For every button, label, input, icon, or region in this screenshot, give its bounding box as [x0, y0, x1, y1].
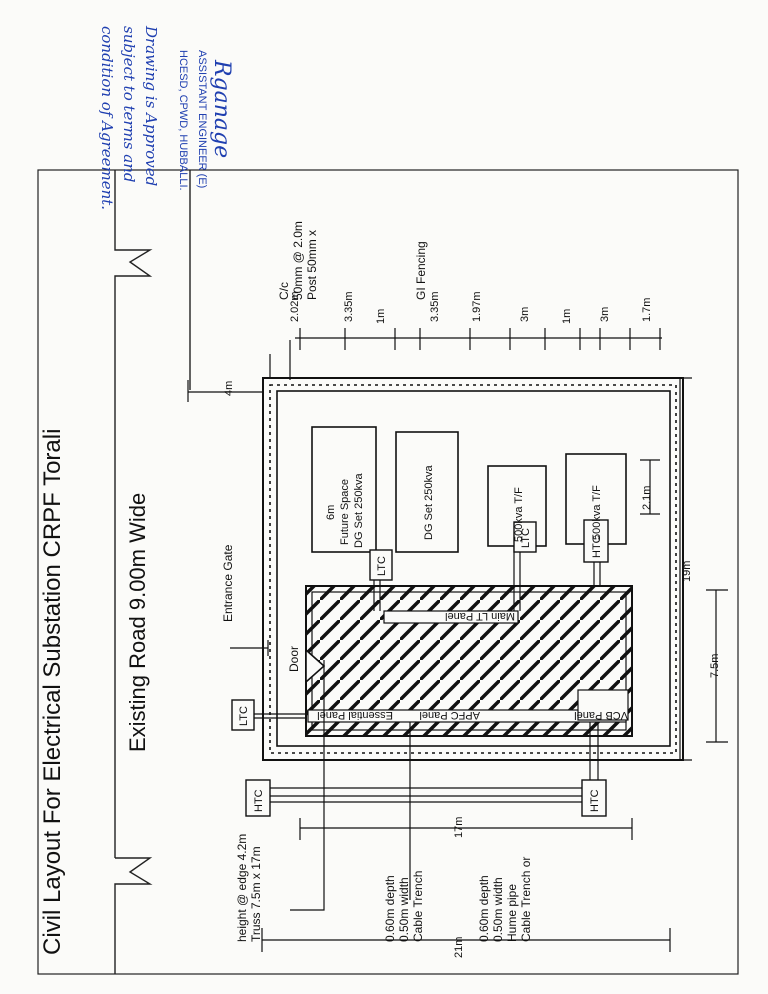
htc-label-1: HTC: [591, 535, 603, 558]
dim-7-5m: 7.5m: [709, 654, 721, 678]
fence-posts: [269, 384, 677, 754]
road-edge-lines: [114, 170, 191, 974]
transformer-1-label: 500kva T/F: [591, 485, 603, 540]
post-label-line1: Post 50mm x: [305, 230, 319, 300]
main-lt-panel-name: Main LT Panel: [445, 610, 515, 622]
stamp-office-line1: ASSISTANT ENGINEER (E): [196, 50, 208, 188]
truss-line1: Truss 7.5m x 17m: [249, 846, 263, 942]
dim-2-1m: 2.1m: [641, 486, 653, 510]
dim-21m: 21m: [453, 937, 465, 958]
note-line3: condition of Agreement.: [98, 26, 116, 210]
cable-trench-line3: 0.60m depth: [383, 875, 397, 942]
note-line1: Drawing is Approved: [142, 25, 160, 186]
cable-trench-line2: 0.50m width: [397, 877, 411, 942]
dim-chain-8: 3.35m: [343, 291, 355, 322]
ltc-chamber-3: [231, 699, 255, 731]
ltc-chamber-1: [513, 521, 537, 553]
dimension-chain-lines: [187, 328, 728, 952]
dg-set-2-box: [311, 426, 377, 553]
ltc-label-2: LTC: [376, 556, 388, 576]
dim-chain-3: 1m: [561, 309, 573, 324]
dim-chain-9: 2.02m: [289, 291, 301, 322]
outer-fence: [262, 377, 684, 761]
cable-trench-hume-line2: Hume pipe: [505, 884, 519, 942]
dg-set-2-label-line3: 6m: [325, 505, 337, 520]
approval-stamp: Rganage ASSISTANT ENGINEER (E) HCESD, CP…: [177, 50, 234, 191]
transformer-2-label: 500kva T/F: [513, 487, 525, 542]
dim-17m: 17m: [453, 817, 465, 838]
post-label-line3: C/c: [277, 282, 291, 300]
htc-label-2: HTC: [589, 789, 601, 812]
cable-trench-hume-line3: 0.50m width: [491, 877, 505, 942]
cable-runs: [240, 544, 601, 803]
post-label-line2: 50mm @ 2.0m: [291, 221, 305, 300]
main-lt-panel-box: [383, 610, 519, 624]
htc-chamber-3: [245, 779, 271, 817]
cable-trench-hume-line4: 0.60m depth: [477, 875, 491, 942]
vcb-panel-name: VCB Panel: [574, 709, 628, 721]
dim-4m: 4m: [223, 381, 235, 396]
handwritten-approval-note: Drawing is Approved subject to terms and…: [98, 25, 160, 210]
htc-label-3: HTC: [253, 789, 265, 812]
dim-chain-2: 3m: [599, 307, 611, 322]
htc-chamber-1: [583, 519, 609, 563]
inner-fence: [276, 390, 671, 747]
dim-chain-4: 3m: [519, 307, 531, 322]
entrance-gate-label: Entrance Gate: [221, 544, 235, 622]
truss-line2: height @ edge 4.2m: [235, 834, 249, 942]
note-line2: subject to terms and: [120, 26, 138, 182]
ltc-chamber-2: [369, 549, 393, 581]
stamp-office-line2: HCESD, CPWD, HUBBALLI.: [177, 50, 189, 191]
dg-set-2-label-line2: Future Space: [339, 479, 351, 545]
ltc-label-3: LTC: [238, 706, 250, 726]
dim-chain-7: 1m: [375, 309, 387, 324]
rotated-labels: Civil Layout For Electrical Substation C…: [39, 221, 721, 958]
vcb-panel-box: [577, 689, 629, 721]
dg-set-1-label: DG Set 250kva: [423, 465, 435, 540]
essential-panel-name: Essential Panel: [317, 709, 393, 721]
sheet-border: [37, 169, 739, 975]
door-label: Door: [287, 646, 301, 672]
dg-set-1-box: [395, 431, 459, 553]
dim-chain-6: 3.35m: [429, 291, 441, 322]
htc-chamber-2: [581, 779, 607, 817]
dim-chain-1: 1.7m: [641, 298, 653, 322]
gi-fencing-label: GI Fencing: [414, 241, 428, 300]
cable-trench-line1: Cable Trench: [411, 871, 425, 942]
door-symbol: [305, 648, 326, 684]
dim-chain-5: 1.97m: [471, 291, 483, 322]
road-label: Existing Road 9.00m Wide: [125, 493, 150, 752]
stamp-signature: Rganage: [209, 59, 234, 158]
drawing-title: Civil Layout For Electrical Substation C…: [39, 429, 66, 955]
horizontal-panel-labels: Main LT Panel Essential Panel APFC Panel…: [317, 610, 628, 721]
dim-19m: 19m: [681, 561, 693, 582]
cable-trench-hume-line1: Cable Trench or: [519, 857, 533, 942]
ltc-label-1: LTC: [520, 528, 532, 548]
apfc-panel-name: APFC Panel: [419, 709, 480, 721]
dg-set-2-label-line1: DG Set 250kva: [353, 473, 365, 548]
